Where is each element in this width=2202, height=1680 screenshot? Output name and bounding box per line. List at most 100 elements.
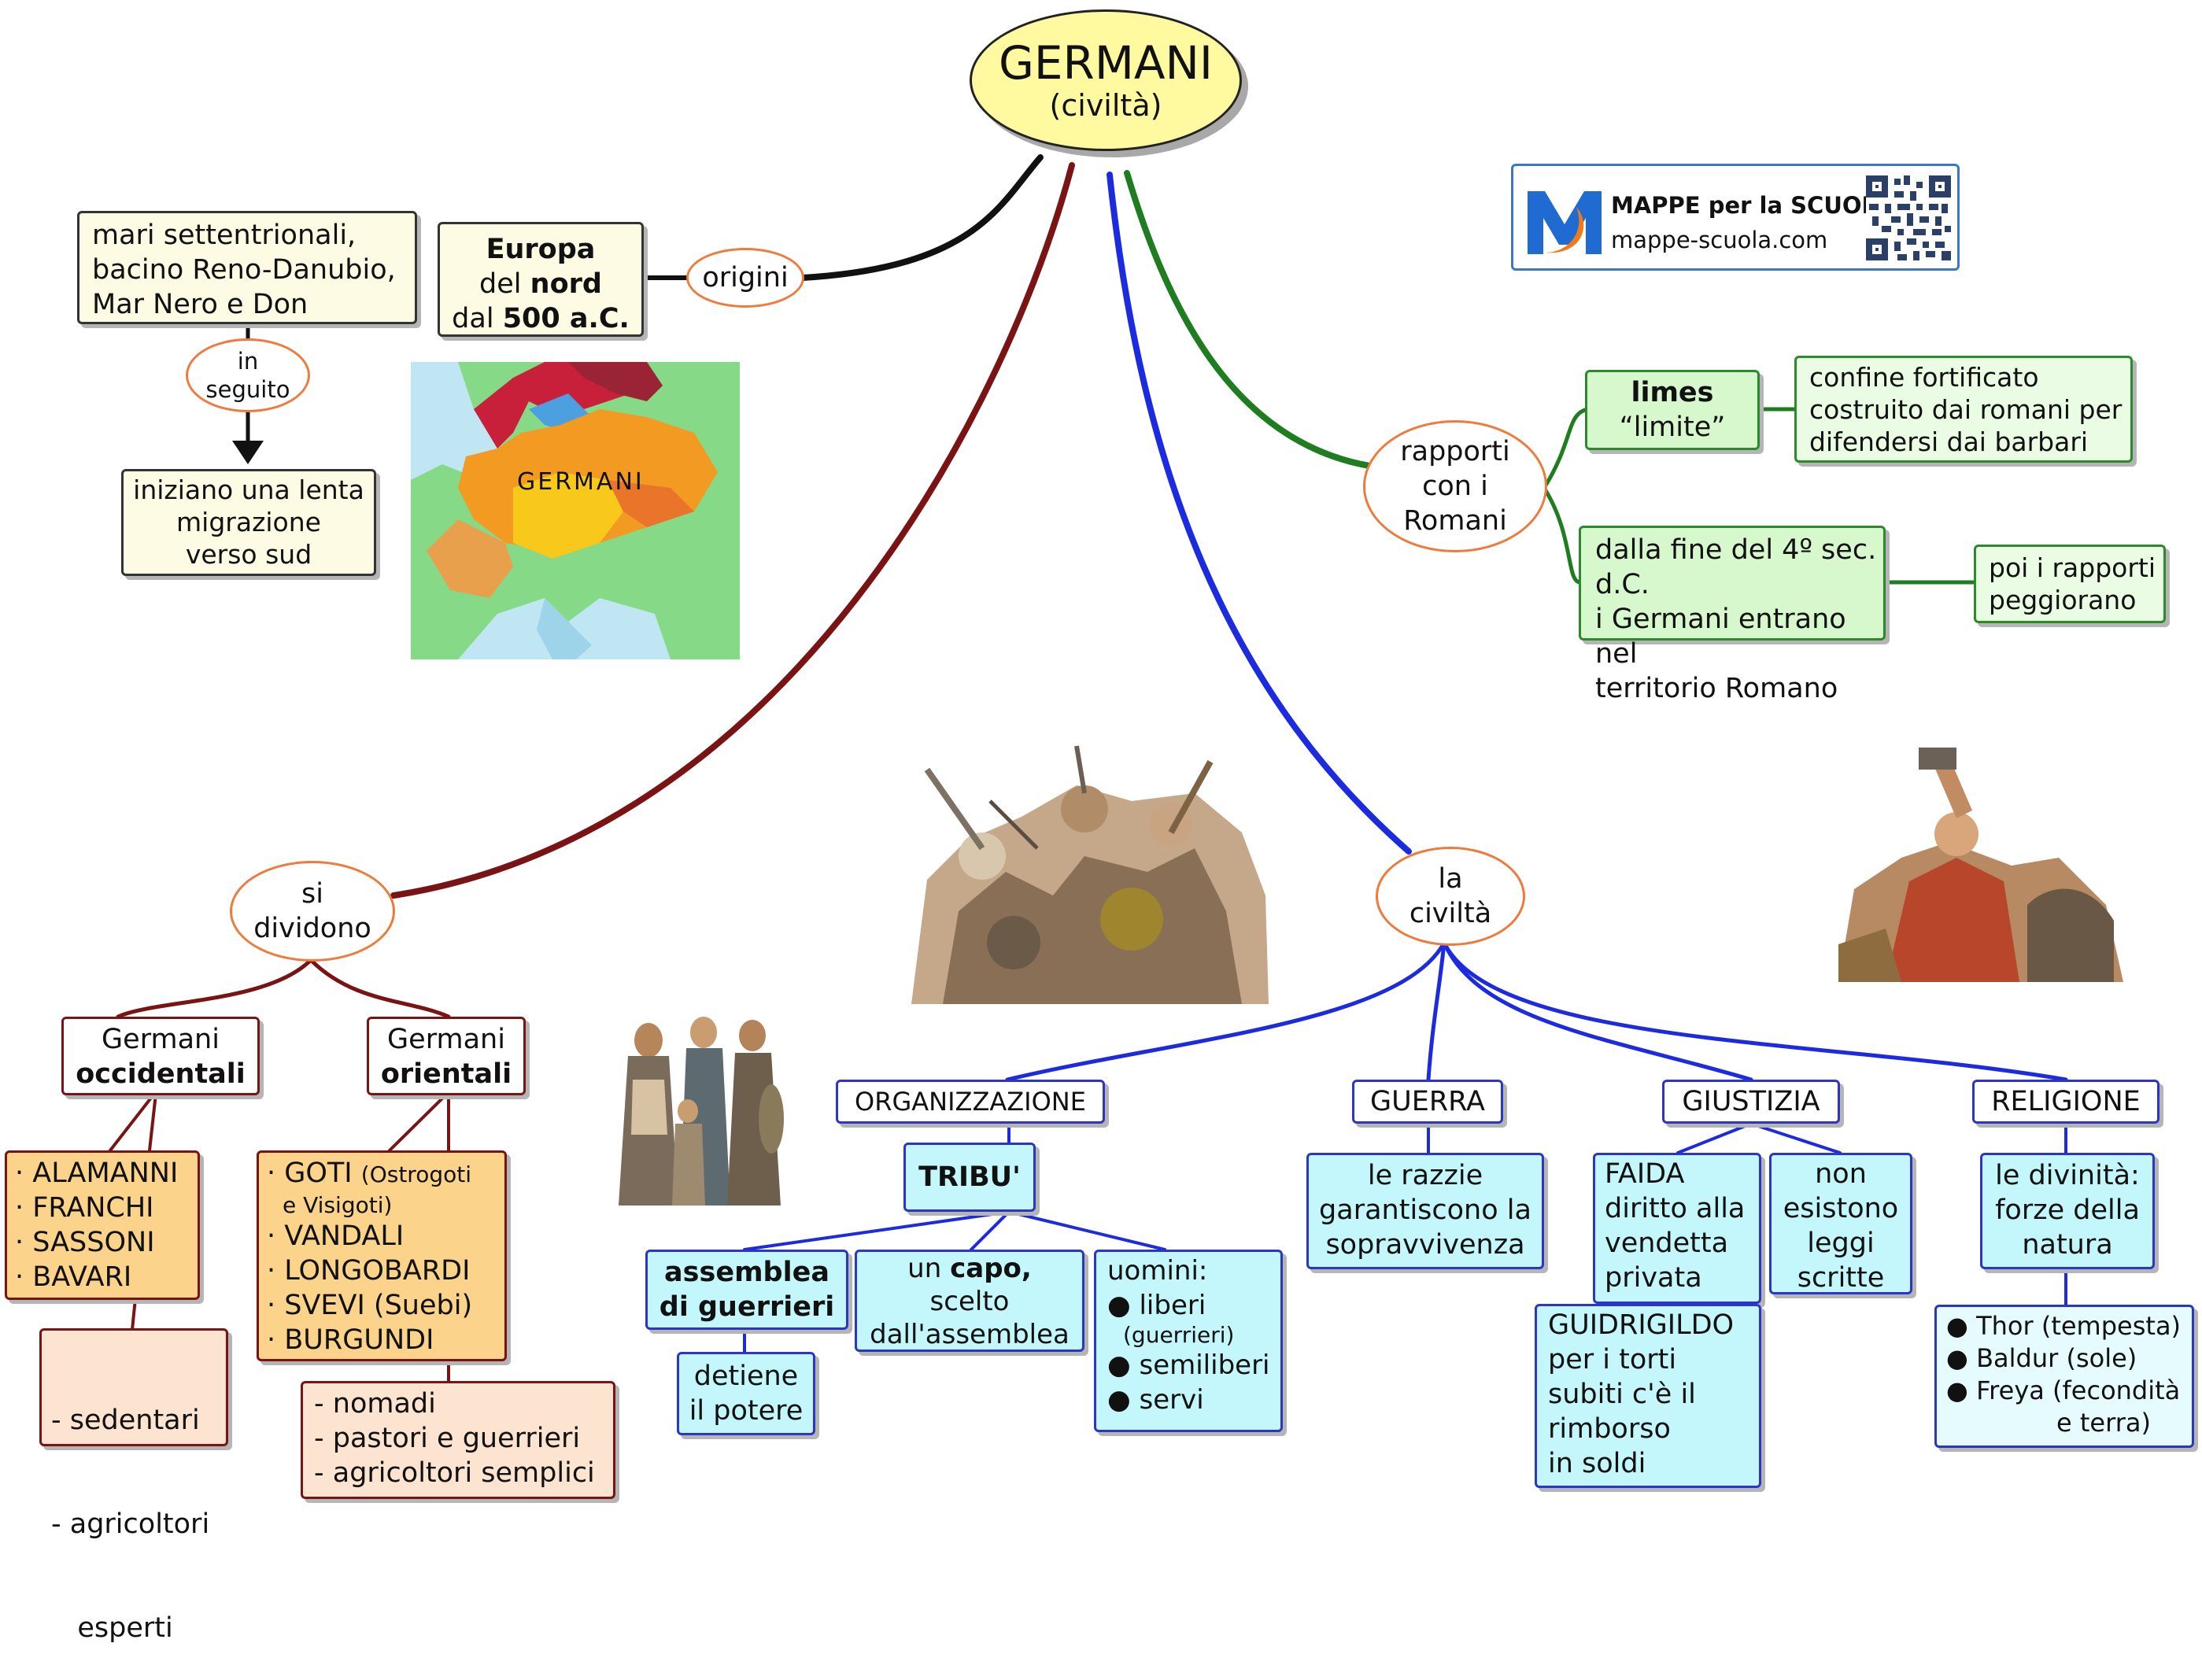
civ-label-line: la xyxy=(1438,863,1463,895)
later-line: seguito xyxy=(205,376,290,403)
area-line: mari settentrionali, xyxy=(92,220,357,251)
east-tribes-box[interactable]: · GOTI (Ostrogoti e Visigoti) · VANDALI … xyxy=(257,1150,507,1361)
limes-box[interactable]: limes “limite” xyxy=(1585,370,1760,450)
areas-box[interactable]: mari settentrionali, bacino Reno-Danubio… xyxy=(77,211,417,324)
division-bubble[interactable]: si dividono xyxy=(230,861,395,962)
entry-line: territorio Romano xyxy=(1595,673,1838,704)
organization-header[interactable]: ORGANIZZAZIONE xyxy=(836,1080,1105,1124)
limes-term: limes xyxy=(1631,377,1714,408)
justice-label: GIUSTIZIA xyxy=(1682,1086,1820,1117)
logo-mark-icon xyxy=(1528,191,1602,254)
men-head: uomini: xyxy=(1107,1255,1208,1287)
power-box[interactable]: detiene il potere xyxy=(677,1352,815,1435)
migration-box[interactable]: iniziano una lenta migrazione verso sud xyxy=(121,469,376,576)
relations-worsen-box[interactable]: poi i rapporti peggiorano xyxy=(1974,545,2166,623)
division-label-line: dividono xyxy=(253,913,371,944)
date-prefix: dal xyxy=(452,303,494,334)
tribe-item-goti: · GOTI (Ostrogoti xyxy=(267,1156,504,1192)
war-text-box[interactable]: le razzie garantiscono la sopravvivenza xyxy=(1306,1153,1544,1269)
tribe-item: · BAVARI xyxy=(15,1261,132,1293)
west-label: Germani xyxy=(102,1024,220,1055)
tribe-label: TRIBU' xyxy=(918,1161,1021,1193)
later-bubble[interactable]: in seguito xyxy=(186,338,310,412)
god-item: e terra) xyxy=(2056,1408,2151,1438)
laws-line: leggi xyxy=(1807,1228,1875,1259)
assembly-line: di guerrieri xyxy=(659,1291,835,1323)
tribe-item: · FRANCHI xyxy=(15,1192,154,1224)
laws-line: non xyxy=(1815,1158,1867,1190)
guidrigildo-line: subiti c'è il xyxy=(1548,1379,1696,1410)
trait-item: - agricoltori semplici xyxy=(314,1457,595,1489)
connector-lines xyxy=(109,154,2068,1383)
west-germans-box[interactable]: Germani occidentali xyxy=(61,1017,260,1095)
chief-box[interactable]: un capo, scelto dall'assemblea xyxy=(855,1250,1084,1352)
romans-label-line: rapporti xyxy=(1400,436,1510,467)
gods-box[interactable]: ● Thor (tempesta) ● Baldur (sole) ● Frey… xyxy=(1934,1305,2194,1448)
thor-illustration xyxy=(1838,748,2123,982)
roman-entry-box[interactable]: dalla fine del 4º sec. d.C. i Germani en… xyxy=(1579,526,1886,704)
faida-box[interactable]: FAIDA diritto alla vendetta privata xyxy=(1593,1153,1761,1304)
religion-text-box[interactable]: le divinità: forze della natura xyxy=(1980,1153,2155,1269)
civilization-bubble[interactable]: la civiltà xyxy=(1376,847,1525,946)
east-label: Germani xyxy=(387,1024,505,1055)
entry-line: dalla fine del 4º sec. d.C. xyxy=(1595,534,1877,600)
migration-line: verso sud xyxy=(185,539,312,570)
war-label: GUERRA xyxy=(1369,1086,1485,1117)
romans-bubble[interactable]: rapporti con i Romani xyxy=(1363,420,1547,552)
men-item: ● servi xyxy=(1107,1384,1204,1416)
worse-line: peggiorano xyxy=(1989,585,2137,615)
europe-north-box[interactable]: Europa del nord dal 500 a.C. xyxy=(438,222,644,337)
men-item: ● liberi xyxy=(1107,1290,1206,1321)
limes-def-line: costruito dai romani per xyxy=(1809,394,2123,425)
map-label: GERMANI xyxy=(517,468,645,496)
division-label-line: si xyxy=(301,878,323,910)
assembly-line: assemblea xyxy=(664,1257,829,1288)
organization-label: ORGANIZZAZIONE xyxy=(855,1087,1086,1117)
religion-line: natura xyxy=(2022,1229,2113,1261)
men-box[interactable]: uomini: ● liberi (guerrieri) ● semiliber… xyxy=(1094,1250,1283,1432)
west-traits-box[interactable]: - sedentari - agricoltori esperti xyxy=(39,1328,228,1644)
limes-def-line: confine fortificato xyxy=(1809,362,2039,393)
worse-line: poi i rapporti xyxy=(1989,552,2156,583)
no-laws-box[interactable]: non esistono leggi scritte xyxy=(1769,1153,1912,1294)
east-germans-box[interactable]: Germani orientali xyxy=(367,1017,526,1095)
tribe-item: · BURGUNDI xyxy=(267,1324,434,1356)
trait-item: - nomadi xyxy=(314,1388,436,1420)
east-label-bold: orientali xyxy=(380,1058,512,1090)
trait-item: esperti xyxy=(51,1612,173,1644)
tribe-item: · SASSONI xyxy=(15,1227,155,1258)
migration-line: migrazione xyxy=(176,507,321,537)
tribe-box[interactable]: TRIBU' xyxy=(903,1143,1036,1212)
west-tribes-box[interactable]: · ALAMANNI · FRANCHI · SASSONI · BAVARI xyxy=(5,1150,200,1300)
limes-meaning: “limite” xyxy=(1619,412,1726,443)
chief-word: capo, xyxy=(950,1253,1032,1284)
religion-header[interactable]: RELIGIONE xyxy=(1972,1080,2160,1124)
mappe-logo[interactable]: MAPPE per la SCUOLA mappe-scuola.com xyxy=(1511,164,1960,271)
laws-line: esistono xyxy=(1783,1193,1899,1224)
origins-bubble[interactable]: origini xyxy=(686,248,804,308)
faida-line: vendetta xyxy=(1605,1228,1729,1259)
goti-note: e Visigoti) xyxy=(283,1192,393,1218)
justice-header[interactable]: GIUSTIZIA xyxy=(1662,1080,1840,1124)
civ-label-line: civiltà xyxy=(1409,898,1492,929)
faida-line: diritto alla xyxy=(1605,1193,1746,1224)
assembly-box[interactable]: assemblea di guerrieri xyxy=(645,1250,848,1330)
tribe-item: · LONGOBARDI xyxy=(267,1255,471,1287)
tribe-item: · SVEVI (Suebi) xyxy=(267,1290,473,1321)
god-item: ● Thor (tempesta) xyxy=(1946,1311,2182,1341)
guidrigildo-box[interactable]: GUIDRIGILDO per i torti subiti c'è il ri… xyxy=(1535,1304,1761,1488)
chief-line: scelto xyxy=(929,1286,1010,1317)
romans-label-line: con i xyxy=(1422,471,1488,502)
god-item: ● Baldur (sole) xyxy=(1946,1343,2137,1373)
east-traits-box[interactable]: - nomadi - pastori e guerrieri - agricol… xyxy=(301,1381,615,1499)
limes-definition-box[interactable]: confine fortificato costruito dai romani… xyxy=(1794,356,2133,463)
men-item: ● semiliberi xyxy=(1107,1350,1270,1381)
faida-line: FAIDA xyxy=(1605,1158,1685,1190)
center-node[interactable]: GERMANI (civiltà) xyxy=(970,9,1242,151)
area-line: Mar Nero e Don xyxy=(92,289,309,320)
war-header[interactable]: GUERRA xyxy=(1352,1080,1503,1124)
date-value: 500 a.C. xyxy=(502,303,630,334)
logo-name: MAPPE per la SCUOLA xyxy=(1611,192,1894,219)
area-line: bacino Reno-Danubio, xyxy=(92,254,396,286)
chief-prefix: un xyxy=(907,1253,942,1284)
